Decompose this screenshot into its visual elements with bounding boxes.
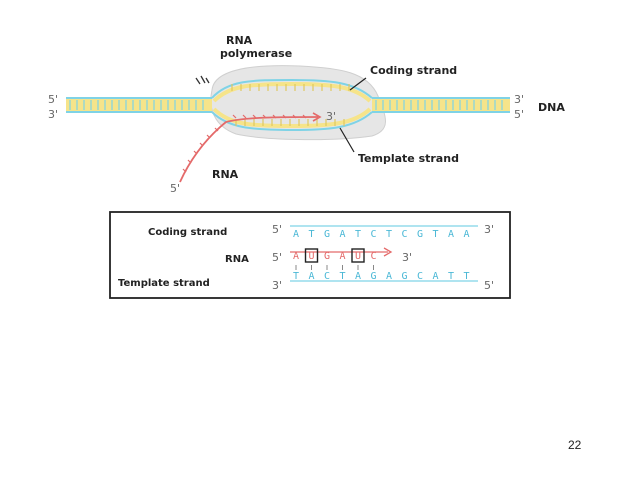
rna-base-tick	[282, 114, 287, 119]
coding-base: C	[370, 229, 376, 240]
rna-base: A	[293, 251, 299, 262]
coding-base: C	[401, 229, 407, 240]
template-base: T	[293, 271, 299, 282]
coding-base: T	[355, 229, 361, 240]
label-rna-polymerase-1: RNA	[226, 34, 253, 47]
table-label-template: Template strand	[118, 278, 210, 289]
table-template-5prime: 5'	[484, 279, 494, 292]
template-base: G	[370, 271, 376, 282]
rna-5prime-end: 5'	[170, 182, 180, 195]
rna-base-tick	[272, 114, 277, 119]
rna-base-tick	[182, 168, 187, 173]
template-base: A	[308, 271, 314, 282]
coding-base: T	[386, 229, 392, 240]
table-label-rna: RNA	[225, 254, 249, 265]
table-rna-5prime: 5'	[272, 251, 282, 264]
label-rna: RNA	[212, 168, 239, 181]
template-base: A	[386, 271, 392, 282]
table-label-coding: Coding strand	[148, 227, 227, 238]
rna-base-tick	[206, 134, 211, 139]
template-base: A	[432, 271, 438, 282]
coding-base: T	[432, 229, 438, 240]
dna-left-segment	[66, 97, 212, 113]
coding-base: A	[339, 229, 345, 240]
dna-right-bottom-5prime: 5'	[514, 108, 524, 121]
rna-base: U	[355, 251, 361, 262]
label-coding-strand: Coding strand	[370, 64, 457, 77]
template-base: C	[324, 271, 330, 282]
rna-base-tick	[187, 159, 192, 164]
label-dna: DNA	[538, 101, 565, 114]
dna-left-top-5prime: 5'	[48, 93, 58, 106]
boxed-uracil	[304, 248, 319, 263]
template-base: T	[463, 271, 469, 282]
rna-base-tick	[302, 114, 307, 119]
template-base: G	[401, 271, 407, 282]
coding-base: G	[417, 229, 423, 240]
rna-base-tick	[252, 114, 257, 119]
coding-base: A	[463, 229, 469, 240]
rna-base-tick	[199, 142, 204, 147]
coding-base: A	[448, 229, 454, 240]
rna-polymerase-shape	[210, 65, 386, 141]
label-template-strand: Template strand	[358, 152, 459, 165]
rna-seq-arrowhead	[383, 247, 393, 257]
template-base: T	[339, 271, 345, 282]
rna-base-tick	[242, 114, 247, 119]
table-template-3prime: 3'	[272, 279, 282, 292]
boxed-uracil	[351, 248, 365, 263]
rna-3prime-end: 3'	[326, 110, 336, 123]
coding-base: T	[308, 229, 314, 240]
rna-base-tick	[292, 114, 297, 119]
dna-right-segment	[372, 97, 510, 113]
rna-base: A	[339, 251, 345, 262]
dna-right-top-3prime: 3'	[514, 93, 524, 106]
label-rna-polymerase-2: polymerase	[220, 47, 292, 60]
page-number: 22	[568, 438, 582, 452]
rna-base-tick	[232, 114, 237, 119]
motion-marks	[195, 75, 210, 85]
bubble-template-strand	[211, 111, 373, 132]
rna-strand	[179, 116, 319, 183]
rna-base: U	[308, 251, 314, 262]
rna-base-tick	[193, 150, 198, 155]
template-base: C	[417, 271, 423, 282]
rna-base-tick	[262, 114, 267, 119]
coding-base: A	[293, 229, 299, 240]
rna-base-tick	[214, 127, 219, 132]
base-pair-ticks	[295, 265, 374, 270]
table-coding-5prime: 5'	[272, 223, 282, 236]
table-rna-3prime: 3'	[402, 251, 412, 264]
coding-base: G	[324, 229, 330, 240]
dna-left-bottom-3prime: 3'	[48, 108, 58, 121]
template-base: A	[355, 271, 361, 282]
rna-base: C	[370, 251, 376, 262]
table-coding-3prime: 3'	[484, 223, 494, 236]
template-base: T	[448, 271, 454, 282]
rna-base: G	[324, 251, 330, 262]
rna-arrowhead	[312, 112, 322, 122]
